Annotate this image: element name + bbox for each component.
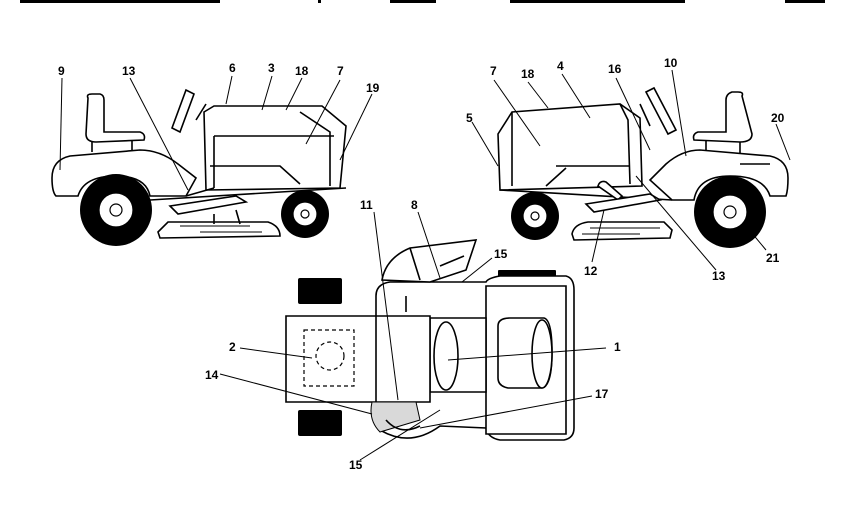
callout-1: 1 — [614, 340, 621, 354]
callout-18-left: 18 — [295, 64, 309, 78]
callout-8: 8 — [411, 198, 418, 212]
callout-12: 12 — [584, 264, 598, 278]
tractor-left-side-view — [51, 88, 347, 246]
callout-3: 3 — [268, 61, 275, 75]
tractor-right-side-view — [497, 86, 789, 248]
callout-18-right: 18 — [521, 67, 535, 81]
callout-15-top: 15 — [494, 247, 508, 261]
callout-20: 20 — [771, 111, 785, 125]
callout-13-right: 13 — [712, 269, 726, 283]
callout-15-bottom: 15 — [349, 458, 363, 472]
cropped-header-strip — [20, 0, 825, 3]
leader-lines — [59, 69, 791, 461]
callout-13-left: 13 — [122, 64, 136, 78]
callout-7-left: 7 — [337, 64, 344, 78]
callout-labels: 9 13 6 3 18 7 19 7 18 4 16 10 5 20 21 13… — [58, 56, 785, 472]
callout-16: 16 — [608, 62, 622, 76]
callout-6: 6 — [229, 61, 236, 75]
callout-10: 10 — [664, 56, 678, 70]
callout-7-right: 7 — [490, 64, 497, 78]
callout-2: 2 — [229, 340, 236, 354]
callout-19: 19 — [366, 81, 380, 95]
callout-5: 5 — [466, 111, 473, 125]
callout-9: 9 — [58, 64, 65, 78]
tractor-top-view — [285, 239, 575, 441]
callout-14: 14 — [205, 368, 219, 382]
callout-17: 17 — [595, 387, 609, 401]
callout-21: 21 — [766, 251, 780, 265]
callout-4: 4 — [557, 59, 564, 73]
callout-11: 11 — [360, 198, 373, 212]
